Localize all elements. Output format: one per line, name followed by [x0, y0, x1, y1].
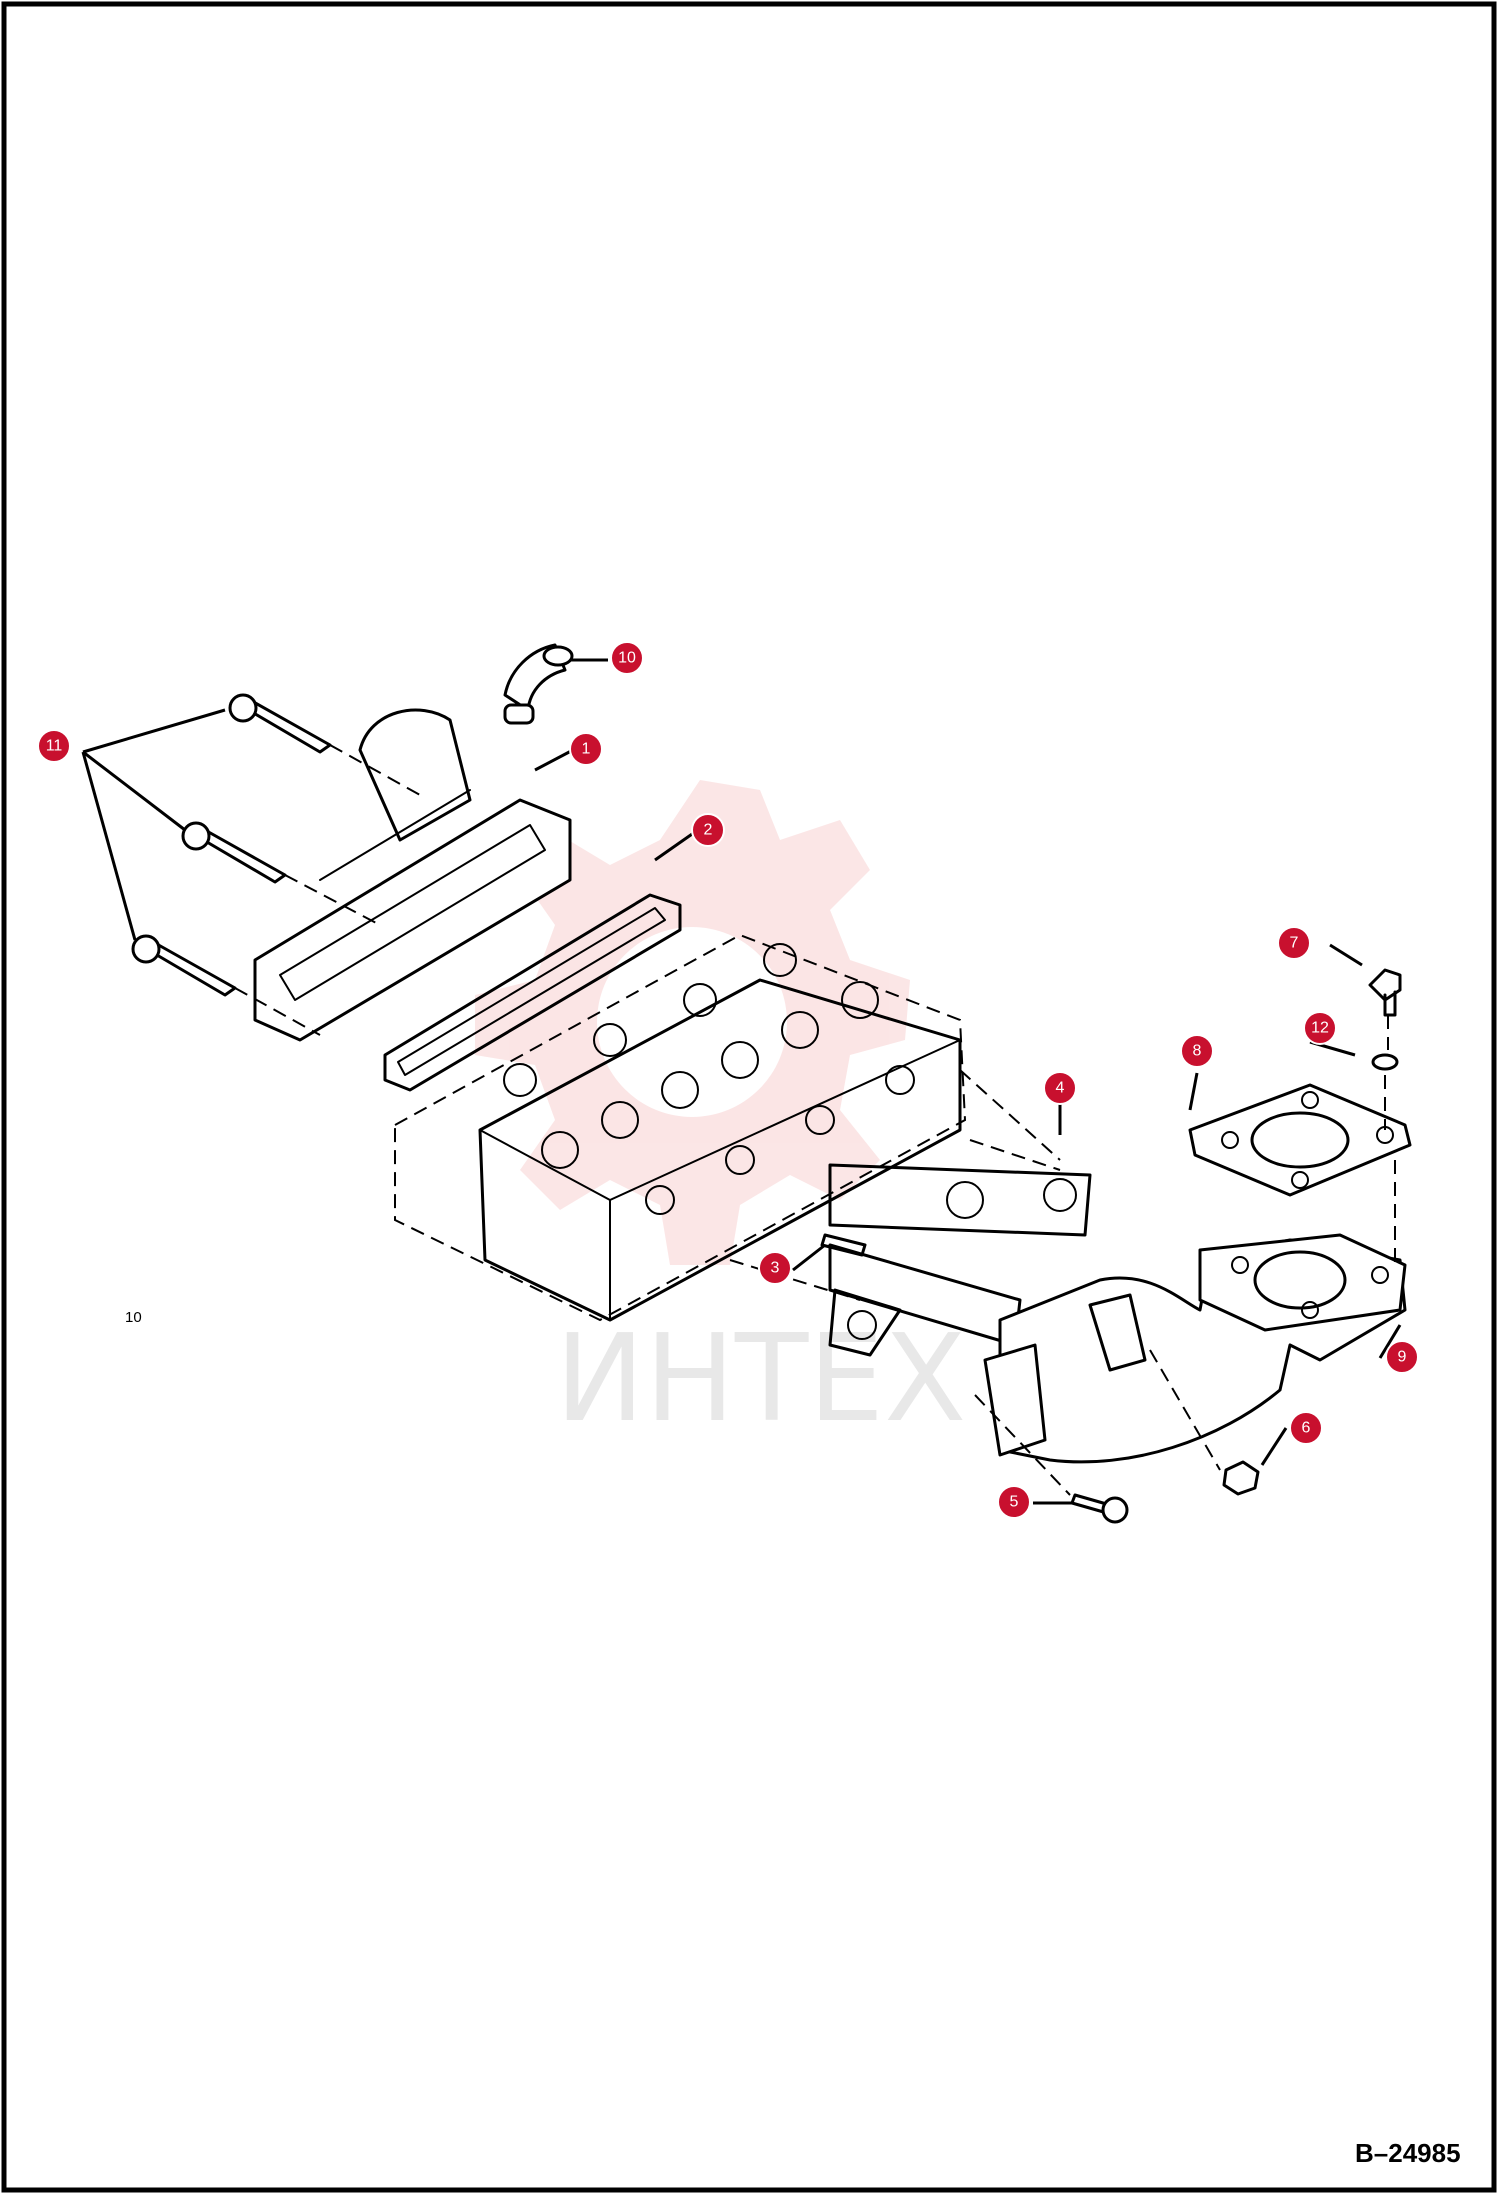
cylinder-head: [394, 933, 967, 1322]
callout-5: 5: [997, 1485, 1031, 1519]
callout-10: 10: [610, 641, 644, 675]
flange-bolt: [1368, 968, 1402, 1270]
svg-text:11: 11: [46, 738, 63, 755]
callout-8: 8: [1180, 1034, 1214, 1068]
svg-text:3: 3: [771, 1260, 780, 1277]
valve-cover-gasket: [383, 893, 682, 1092]
manifold-bolt: [974, 1394, 1129, 1524]
callout-9: 9: [1385, 1340, 1419, 1374]
exhaust-gaskets: [729, 1069, 1092, 1357]
svg-text:9: 9: [1398, 1349, 1407, 1366]
leader-lines: [81, 658, 1402, 1505]
manifold-nut: [1149, 1349, 1260, 1496]
flange-gasket: [1188, 1083, 1412, 1197]
svg-text:2: 2: [704, 822, 713, 839]
breather-elbow: [503, 643, 574, 725]
svg-text:12: 12: [1311, 1020, 1329, 1037]
svg-text:10: 10: [618, 650, 636, 667]
exhaust-manifold: [983, 1233, 1407, 1464]
callout-7: 7: [1277, 926, 1311, 960]
callout-11: 11: [37, 729, 71, 763]
cover-bolts: [131, 693, 421, 1036]
svg-text:7: 7: [1290, 935, 1299, 952]
watermark-gear-icon: [475, 780, 910, 1265]
svg-text:6: 6: [1302, 1420, 1311, 1437]
figure-id: B–24985: [1355, 2138, 1461, 2168]
callout-4: 4: [1043, 1071, 1077, 1105]
watermark-text: ИНТЕХ: [555, 1310, 966, 1449]
valve-cover: [253, 708, 572, 1042]
svg-text:8: 8: [1193, 1043, 1202, 1060]
svg-text:1: 1: [582, 741, 591, 758]
stray-label: 10: [125, 1309, 142, 1326]
stud: [820, 1233, 867, 1257]
svg-text:5: 5: [1010, 1494, 1019, 1511]
callout-12: 12: [1303, 1011, 1337, 1045]
callout-3: 3: [758, 1251, 792, 1285]
callout-1: 1: [569, 732, 603, 766]
svg-text:4: 4: [1056, 1080, 1065, 1097]
callout-2: 2: [691, 813, 725, 847]
callout-6: 6: [1289, 1411, 1323, 1445]
